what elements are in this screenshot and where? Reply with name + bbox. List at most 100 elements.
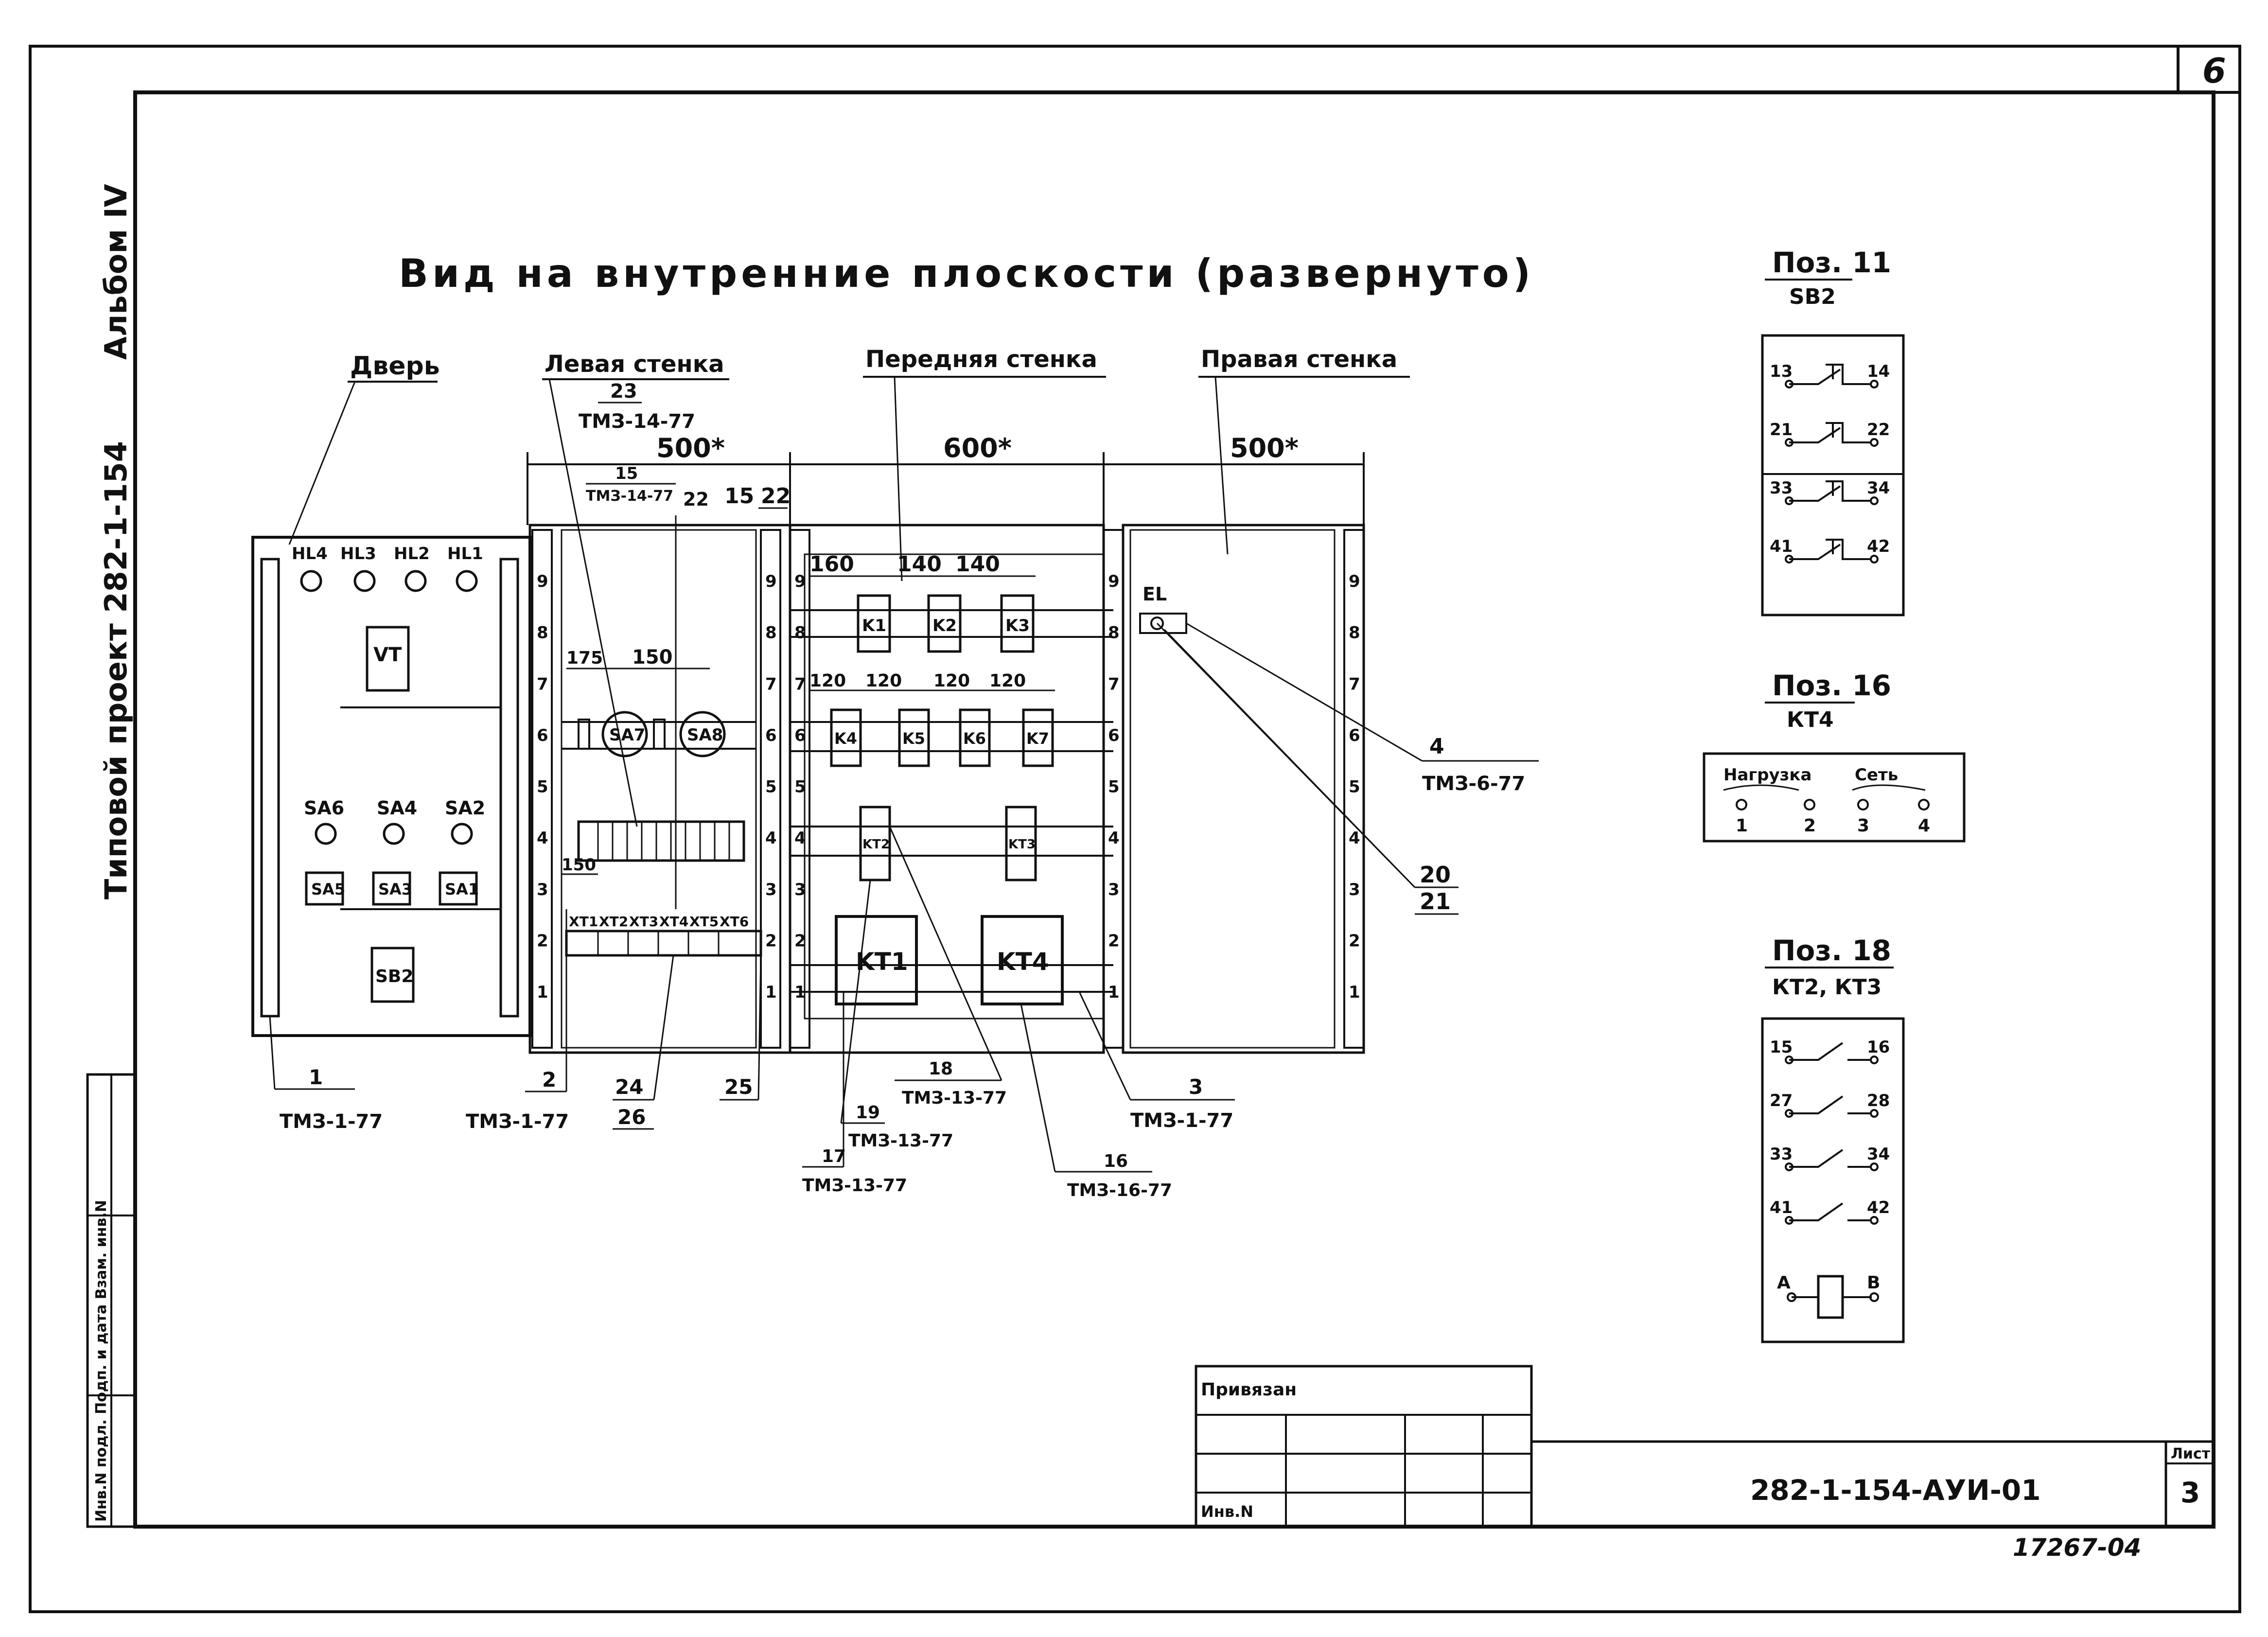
pos16-box bbox=[1703, 752, 1966, 843]
left-wall-terminal-divisions bbox=[597, 822, 730, 861]
rail-number: 2 bbox=[537, 931, 548, 951]
pos18-coil-a: А bbox=[1777, 1273, 1791, 1293]
rail-number: 3 bbox=[1349, 880, 1360, 899]
dim-right-width: 500* bbox=[1230, 433, 1299, 463]
lamp-el-icon bbox=[1150, 616, 1164, 630]
rail-number: 4 bbox=[794, 828, 806, 848]
pos18-contact-symbol bbox=[1789, 1202, 1872, 1221]
pos11-contact-symbol bbox=[1789, 480, 1872, 502]
relay-k3-label: K3 bbox=[1005, 616, 1030, 635]
button-sb2 bbox=[370, 947, 415, 1003]
sheet-number-box bbox=[2177, 45, 2241, 94]
pos18-title: Поз. 18 bbox=[1772, 934, 1891, 967]
switch-sa5 bbox=[305, 871, 344, 906]
callout-17-ref: ТМЗ-13-77 bbox=[802, 1176, 907, 1196]
xt1-label: XT1 bbox=[569, 914, 598, 930]
rail-number: 4 bbox=[537, 828, 548, 848]
switch-label-sa7: SA7 bbox=[609, 725, 645, 745]
pos11-box bbox=[1761, 334, 1905, 616]
xt-terminal-strip bbox=[565, 930, 762, 957]
dim-120d: 120 bbox=[989, 671, 1026, 691]
xt5-label: XT5 bbox=[689, 914, 719, 930]
dim-160: 160 bbox=[809, 552, 854, 577]
pos16-terminal-label: 3 bbox=[1857, 816, 1869, 836]
xt-labels: XT1 XT2 XT3 XT4 XT5 XT6 bbox=[569, 914, 749, 930]
pos18-terminal-icon bbox=[1870, 1162, 1879, 1171]
pos18-coil-icon bbox=[1817, 1275, 1844, 1319]
xt2-label: XT2 bbox=[599, 914, 628, 930]
rail-number: 9 bbox=[794, 572, 806, 591]
rail-number: 3 bbox=[794, 880, 806, 899]
dim-140a: 140 bbox=[897, 552, 942, 577]
pos16-terminal-icon bbox=[1857, 799, 1869, 810]
pos16-terminal-icon bbox=[1804, 799, 1815, 810]
front-wall-din-rails bbox=[790, 609, 1113, 993]
sheet-inner-frame bbox=[133, 90, 2215, 1529]
switch-sa4-icon bbox=[383, 823, 405, 845]
rail-number: 4 bbox=[1349, 828, 1360, 848]
xt4-label: XT4 bbox=[659, 914, 688, 930]
callout-25: 25 bbox=[724, 1075, 753, 1099]
callout-17: 17 bbox=[822, 1146, 846, 1166]
button-sb2-label: SB2 bbox=[375, 967, 413, 986]
pos11-contact-right: 14 bbox=[1867, 362, 1890, 381]
callout-18: 18 bbox=[929, 1059, 953, 1079]
rail-number: 3 bbox=[537, 880, 548, 899]
left-wall bbox=[528, 524, 791, 1054]
pos18-contact-right: 34 bbox=[1867, 1144, 1890, 1164]
relay-k4-label: K4 bbox=[834, 729, 857, 748]
rail-numbers: 1234567891234567891234567891234567891234… bbox=[537, 572, 1360, 1002]
dim-120b: 120 bbox=[865, 671, 902, 691]
meter-vt bbox=[366, 626, 410, 692]
pos16-terminal-label: 4 bbox=[1918, 816, 1930, 836]
lamp-label-hl3: HL3 bbox=[340, 544, 376, 563]
callout-19-ref: ТМЗ-13-77 bbox=[848, 1131, 953, 1151]
callout-24: 24 bbox=[615, 1075, 643, 1099]
pos11-contact-symbol bbox=[1789, 364, 1872, 385]
callout-26: 26 bbox=[617, 1105, 646, 1129]
switch-label-sa1: SA1 bbox=[445, 880, 479, 898]
pos11-contact-symbol bbox=[1789, 539, 1872, 560]
pos16-terminal-label: 1 bbox=[1736, 816, 1748, 836]
rail-number: 3 bbox=[1108, 880, 1120, 899]
timer-kt3 bbox=[1005, 806, 1037, 881]
pos16-terminal-icon bbox=[1736, 799, 1747, 810]
callout-23-ref: ТМЗ-14-77 bbox=[579, 410, 695, 433]
side-stamp-text: Инв.N подл. Подп. и дата Взам. инв.N bbox=[93, 1200, 110, 1522]
pos18-contact-right: 16 bbox=[1867, 1038, 1890, 1057]
pos18-contact-left: 41 bbox=[1770, 1198, 1793, 1217]
pos11-terminal-icon bbox=[1785, 496, 1793, 505]
timer-kt1 bbox=[835, 915, 918, 1005]
callout-16-ref: ТМЗ-16-77 bbox=[1067, 1180, 1172, 1200]
rail-number: 2 bbox=[765, 931, 777, 951]
switch-sa8 bbox=[679, 711, 726, 757]
relay-k6-label: K6 bbox=[963, 729, 986, 748]
dim-150-top: 150 bbox=[632, 646, 673, 669]
switch-label-sa3: SA3 bbox=[378, 880, 412, 898]
rail-number: 2 bbox=[1108, 931, 1120, 951]
lamp-label-hl4: HL4 bbox=[292, 544, 328, 563]
timer-kt4 bbox=[981, 915, 1064, 1005]
document-code: 282-1-154-АУИ-01 bbox=[1750, 1474, 2041, 1507]
pos18-terminal-icon bbox=[1785, 1109, 1793, 1118]
callout-4-ref: ТМЗ-6-77 bbox=[1422, 773, 1525, 795]
switch-sa3 bbox=[372, 871, 411, 906]
pos18-coil-b: В bbox=[1867, 1273, 1880, 1293]
wall-label-front: Передняя стенка bbox=[865, 346, 1097, 373]
rail-number: 7 bbox=[794, 674, 806, 694]
left-wall-rail-right bbox=[760, 529, 781, 1049]
rail-number: 8 bbox=[537, 623, 548, 643]
rail-number: 6 bbox=[765, 726, 777, 745]
pos18-contact-right: 42 bbox=[1867, 1198, 1890, 1217]
pos18-contact-left: 33 bbox=[1770, 1144, 1793, 1164]
callout-3-ref: ТМЗ-1-77 bbox=[1130, 1109, 1233, 1132]
pos18-contact-symbol bbox=[1789, 1095, 1872, 1114]
rail-number: 6 bbox=[1349, 726, 1360, 745]
rail-number: 9 bbox=[765, 572, 777, 591]
relay-k1 bbox=[857, 594, 891, 653]
rail-number: 7 bbox=[537, 674, 548, 694]
pos11-contact-left: 21 bbox=[1770, 420, 1793, 440]
callout-16: 16 bbox=[1104, 1151, 1128, 1171]
door-lamps: HL4 HL3 HL2 HL1 bbox=[292, 544, 483, 592]
pos11-title: Поз. 11 bbox=[1772, 246, 1891, 279]
